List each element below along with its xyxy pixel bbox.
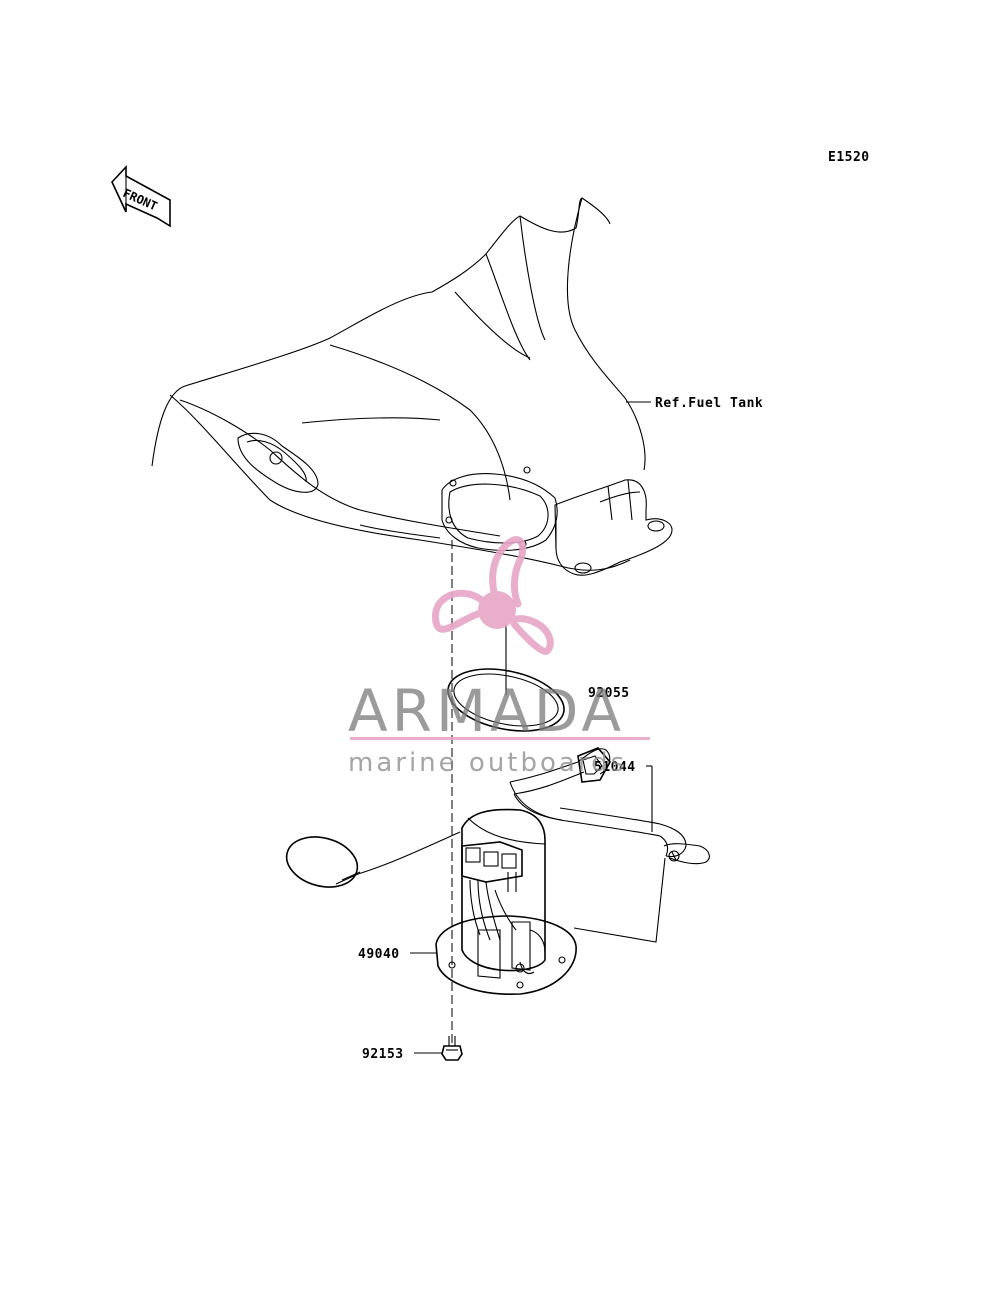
fuel-hose-drawing (509, 747, 710, 865)
front-arrow-icon: FRONT (111, 164, 171, 228)
gasket-drawing (447, 668, 565, 732)
watermark-brand: ARMADA (348, 677, 625, 745)
armada-watermark: ARMADA marine outboards (348, 536, 650, 778)
diagram-code: E1520 (828, 150, 870, 165)
callout-bolt: 92153 (362, 1047, 404, 1062)
fuel-tank-drawing (151, 197, 673, 576)
callout-fuel-tank: Ref.Fuel Tank (655, 396, 763, 411)
watermark-tagline: marine outboards (348, 748, 627, 778)
watermark-rule (350, 737, 650, 740)
callout-hose: 51044 (594, 760, 636, 775)
callout-pump: 49040 (358, 947, 400, 962)
propeller-logo-icon (431, 536, 554, 655)
bolt-drawing (441, 1036, 463, 1061)
callout-gasket: 92055 (588, 686, 630, 701)
fuel-pump-drawing (285, 808, 577, 995)
